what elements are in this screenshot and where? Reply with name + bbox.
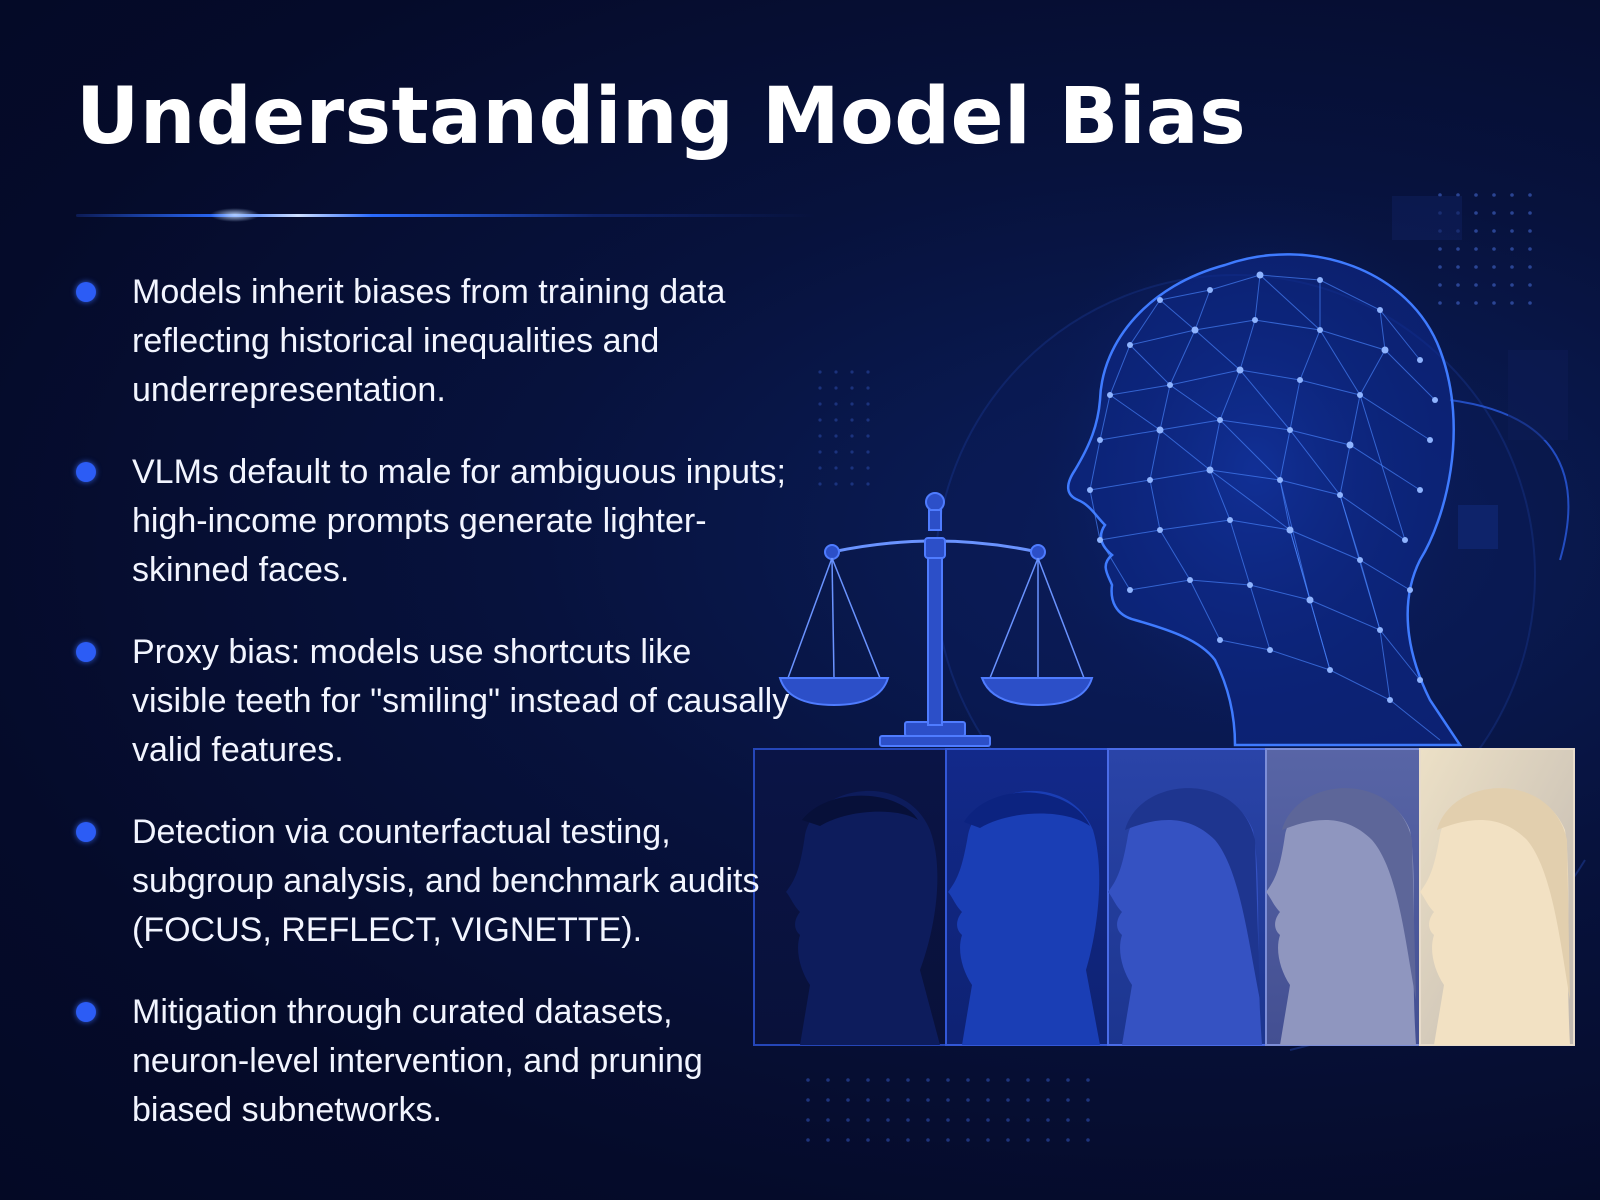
network-head-icon [1025, 190, 1485, 750]
bullet-text: VLMs default to male for ambiguous input… [132, 453, 786, 589]
bullet-dot-icon [76, 1002, 96, 1022]
bullet-text: Detection via counterfactual testing, su… [132, 813, 760, 949]
face-profile-3 [1108, 788, 1262, 1045]
title-divider-glow [210, 208, 260, 222]
face-profiles-strip [753, 748, 1575, 1046]
page-title: Understanding Model Bias [76, 72, 1247, 162]
bullet-text: Proxy bias: models use shortcuts like vi… [132, 633, 790, 769]
dot-grid-bottom [806, 1078, 1090, 1142]
bullet-text: Models inherit biases from training data… [132, 273, 726, 409]
face-profile-1 [786, 790, 940, 1045]
bullet-dot-icon [76, 462, 96, 482]
bullet-dot-icon [76, 282, 96, 302]
bullet-dot-icon [76, 822, 96, 842]
face-profile-2 [948, 790, 1100, 1045]
dot-grid-left [818, 370, 870, 486]
face-profile-4 [1266, 788, 1416, 1045]
bullet-dot-icon [76, 642, 96, 662]
dot-grid-top-right [1438, 193, 1532, 305]
face-profile-5 [1420, 788, 1570, 1045]
title-divider [76, 214, 816, 217]
bullet-text: Mitigation through curated datasets, neu… [132, 993, 703, 1129]
scales-of-justice-icon [778, 492, 1094, 747]
